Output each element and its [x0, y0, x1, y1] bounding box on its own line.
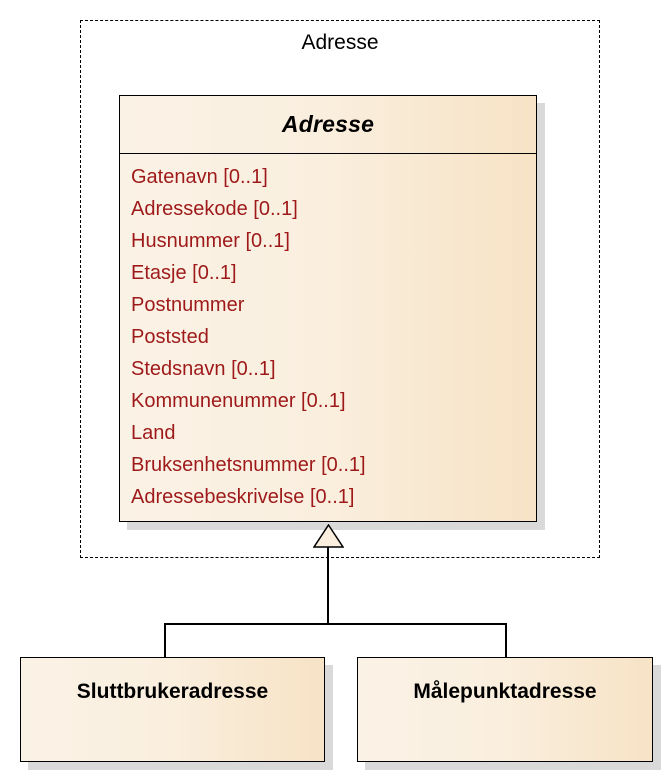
generalization-branch-left [164, 623, 166, 658]
attribute-row: Land [131, 422, 176, 444]
attribute-row: Husnummer [0..1] [131, 230, 290, 252]
attribute-row: Adressekode [0..1] [131, 198, 298, 220]
attribute-row: Bruksenhetsnummer [0..1] [131, 454, 366, 476]
attribute-row: Etasje [0..1] [131, 262, 237, 284]
class-box-adresse[interactable]: Adresse Gatenavn [0..1] Adressekode [0..… [119, 95, 537, 522]
subclass-title: Sluttbrukeradresse [76, 680, 269, 703]
generalization-crossbar [164, 623, 507, 625]
class-box-malepunktadresse[interactable]: Målepunktadresse [357, 657, 653, 762]
attribute-row: Kommunenummer [0..1] [131, 390, 346, 412]
attribute-row: Postnummer [131, 294, 245, 316]
attribute-list: Gatenavn [0..1] Adressekode [0..1] Husnu… [120, 154, 536, 513]
class-title: Adresse [281, 111, 375, 137]
package-boundary [80, 20, 600, 558]
subclass-title: Målepunktadresse [413, 680, 597, 703]
attribute-row: Adressebeskrivelse [0..1] [131, 486, 355, 508]
generalization-stem [327, 547, 329, 625]
attribute-row: Poststed [131, 326, 209, 348]
class-box-sluttbrukeradresse[interactable]: Sluttbrukeradresse [20, 657, 325, 762]
package-label: Adresse [301, 31, 379, 54]
class-header: Adresse [120, 96, 536, 154]
generalization-triangle-icon [313, 524, 344, 548]
attribute-row: Gatenavn [0..1] [131, 166, 268, 188]
attribute-row: Stedsnavn [0..1] [131, 358, 276, 380]
generalization-branch-right [505, 623, 507, 658]
